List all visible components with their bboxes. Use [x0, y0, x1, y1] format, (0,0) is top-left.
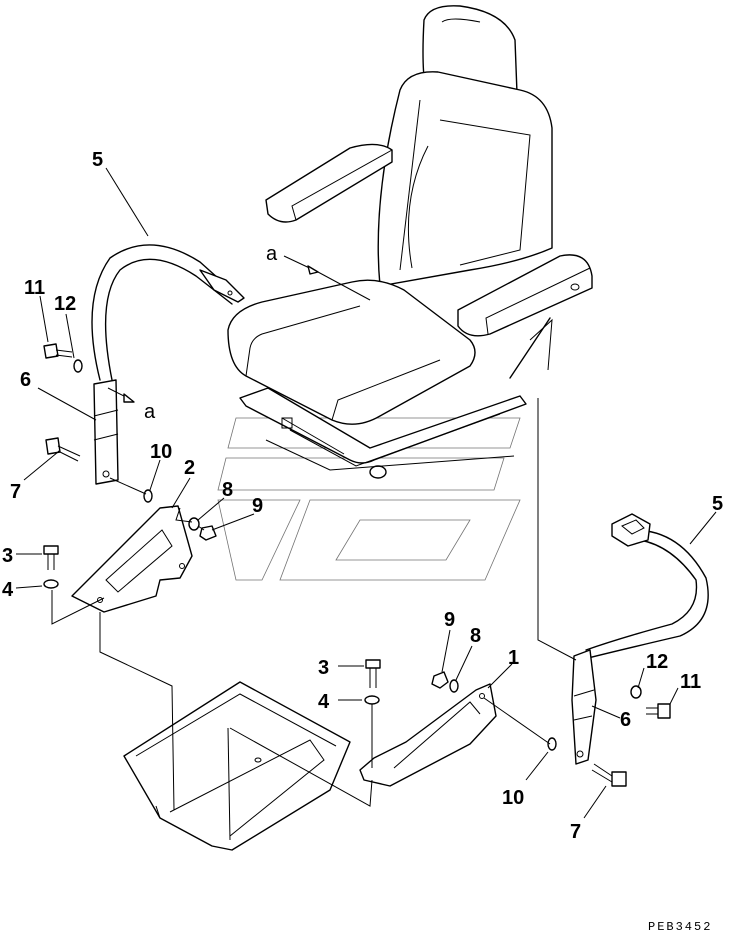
callout-3-right: 3	[318, 657, 329, 679]
drawing-code: PEB3452	[648, 920, 712, 934]
callout-5-left: 5	[92, 149, 103, 171]
callout-3-left: 3	[2, 545, 13, 567]
buckle-right	[571, 649, 597, 765]
callout-11-right: 11	[680, 671, 701, 693]
hardware-left	[43, 343, 217, 589]
seat-base-plate	[123, 681, 351, 851]
callout-6-left: 6	[20, 369, 31, 391]
seat-belt-right	[579, 513, 709, 661]
callout-9-left: 9	[252, 495, 263, 517]
callout-1: 1	[508, 647, 519, 669]
assembly-lines	[51, 398, 577, 841]
bracket-left	[71, 505, 193, 613]
callouts: 5 11 12 6 7 10 2 8 9 3 4 9 8 1 3 4 10 5 …	[2, 149, 723, 843]
callout-7-right: 7	[570, 821, 581, 843]
callout-8-right: 8	[470, 625, 481, 647]
view-ref-a-seat: a	[266, 243, 278, 265]
seat-belt-left	[91, 244, 245, 381]
callout-10-right: 10	[502, 787, 524, 809]
callout-12-right: 12	[646, 651, 668, 673]
watermark-logo	[217, 417, 521, 581]
callout-11-left: 11	[24, 277, 45, 299]
callout-4-left: 4	[2, 579, 14, 601]
buckle-left	[93, 379, 119, 485]
callout-9-right: 9	[444, 609, 455, 631]
view-ref-labels: a a	[144, 243, 278, 423]
leader-lines	[15, 167, 717, 819]
callout-7-left: 7	[10, 481, 21, 503]
operator-seat	[227, 5, 593, 479]
view-ref-a-belt: a	[144, 401, 156, 423]
callout-6-right: 6	[620, 709, 631, 731]
bracket-right	[359, 683, 497, 787]
callout-5-right: 5	[712, 493, 723, 515]
callout-2: 2	[184, 457, 195, 479]
callout-8-left: 8	[222, 479, 233, 501]
callout-12-left: 12	[54, 293, 76, 315]
callout-10-left: 10	[150, 441, 172, 463]
view-arrows	[107, 255, 371, 403]
callout-4-right: 4	[318, 691, 330, 713]
